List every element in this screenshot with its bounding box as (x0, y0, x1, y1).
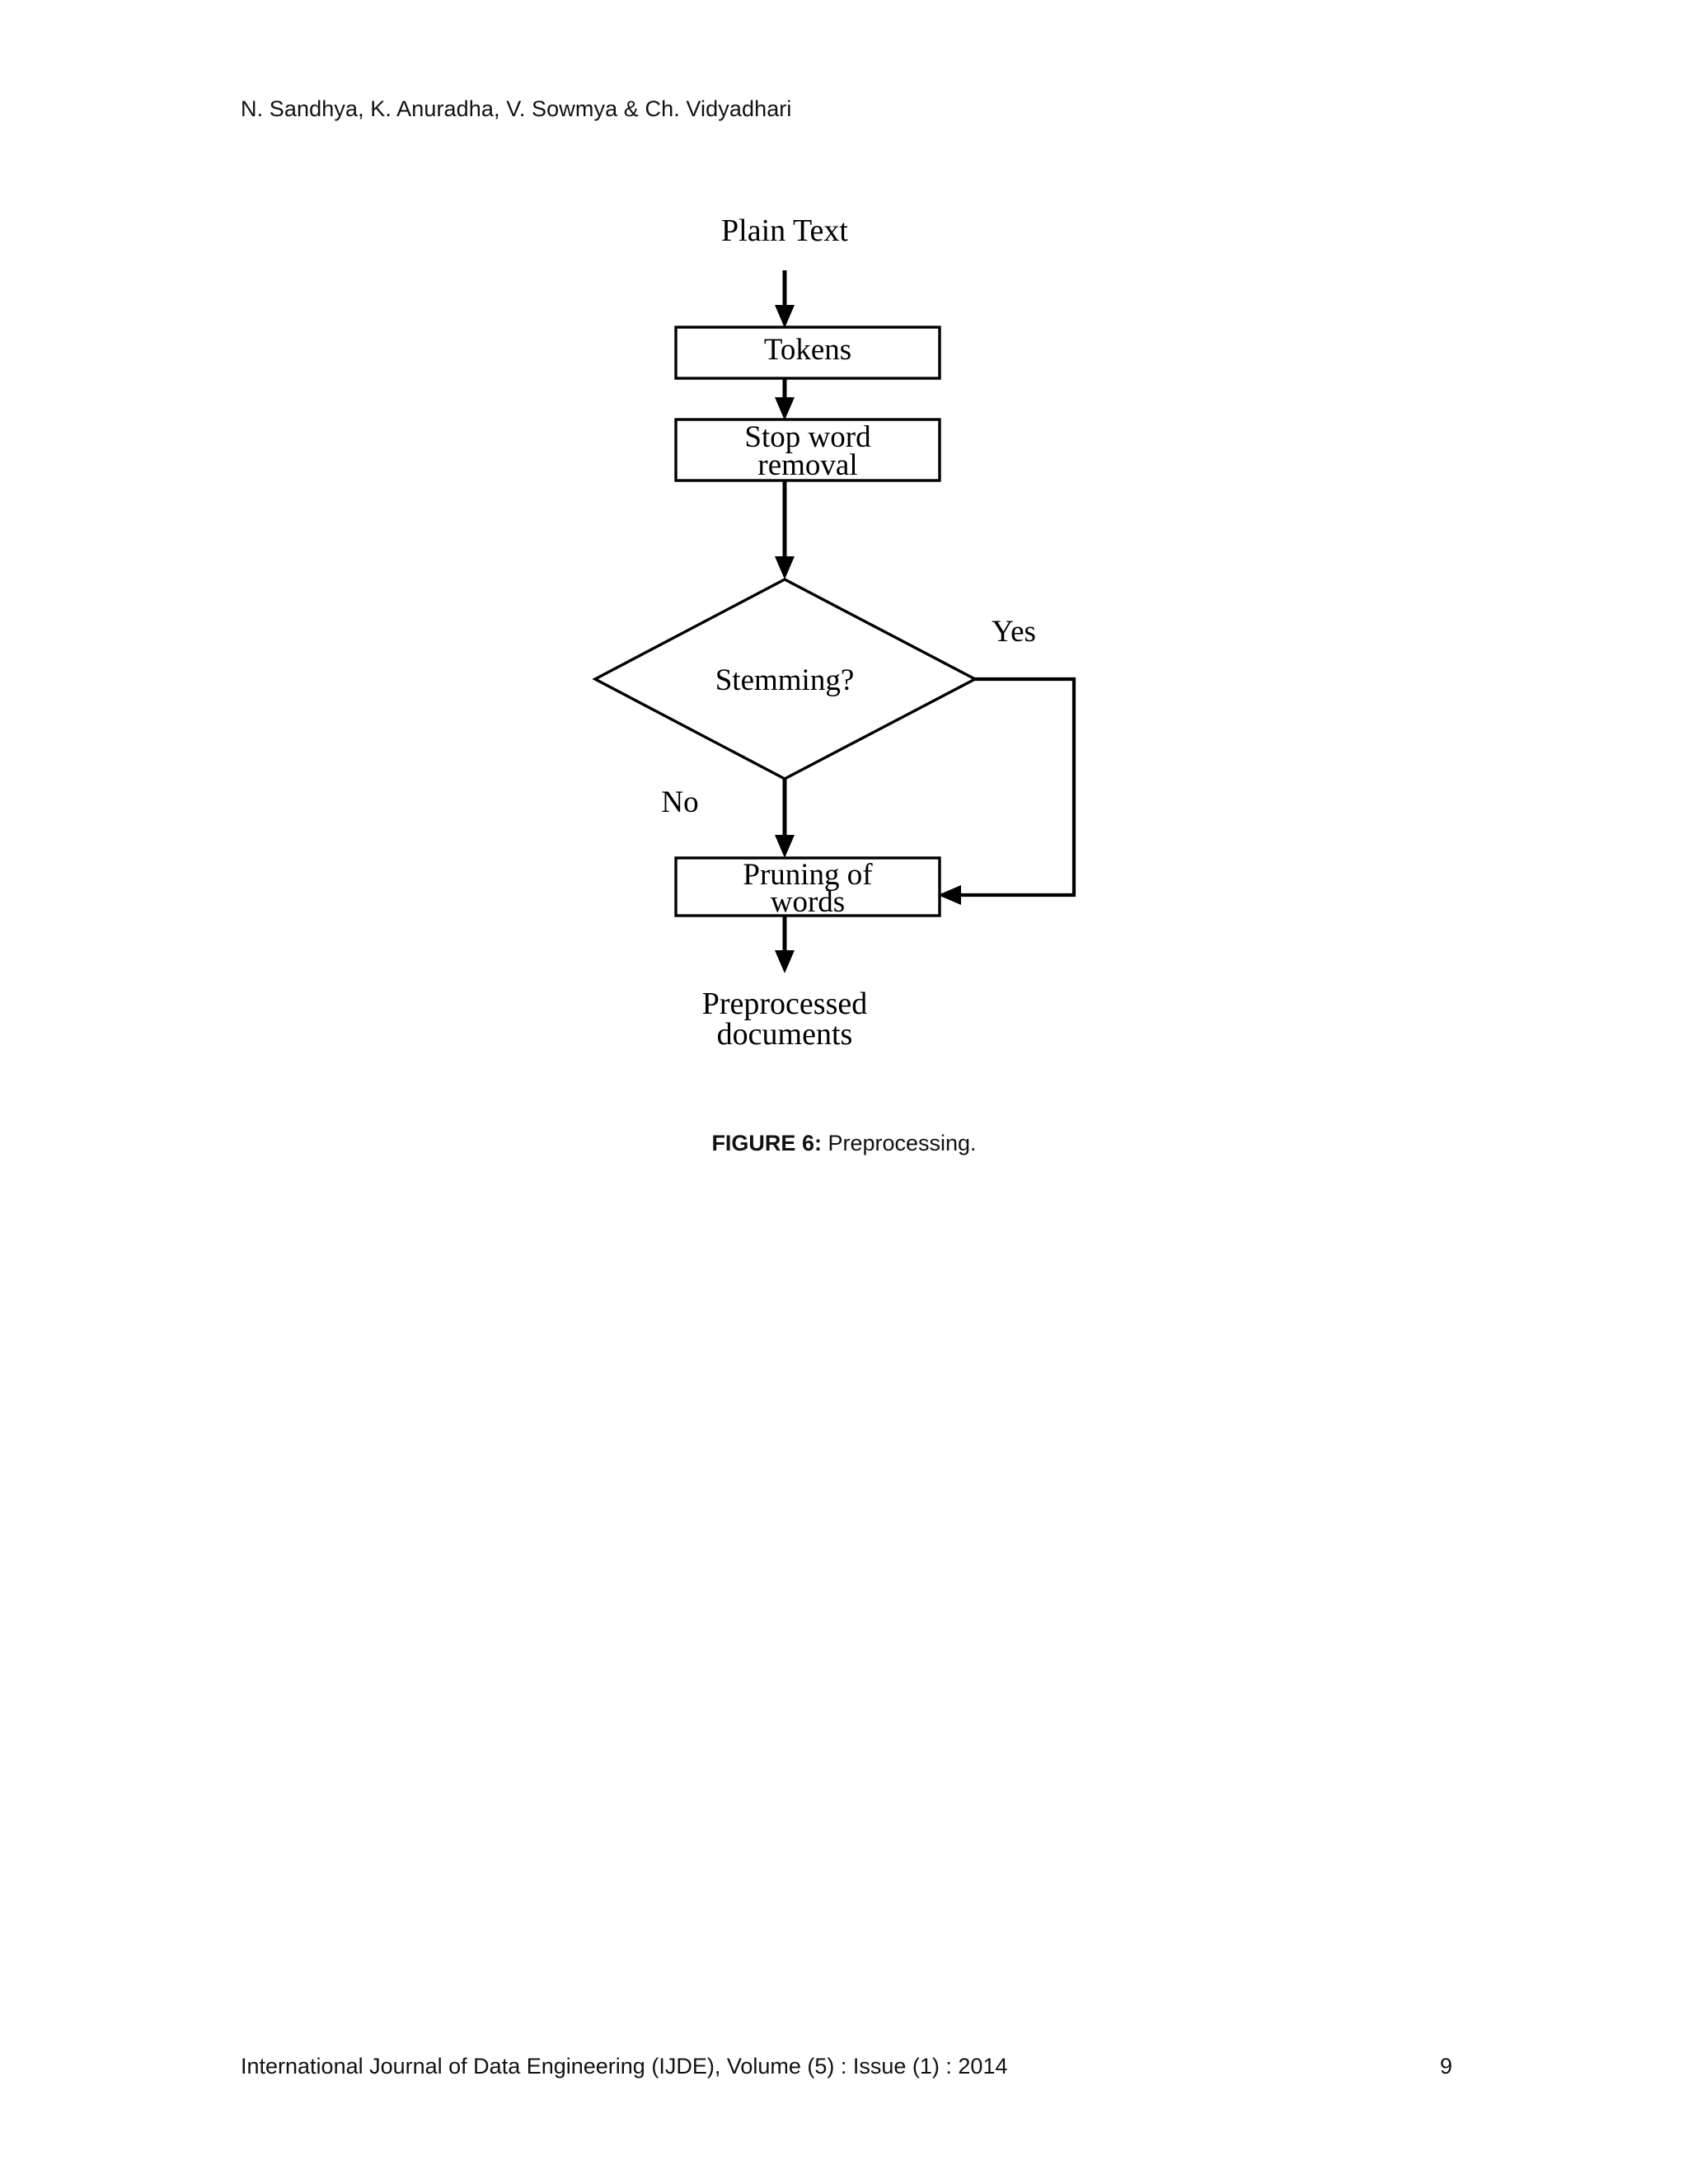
running-head: N. Sandhya, K. Anuradha, V. Sowmya & Ch.… (241, 96, 792, 121)
node-tokens: Tokens (674, 326, 941, 380)
figure-caption-label: FIGURE 6: (711, 1131, 822, 1155)
edge-stemming-yes: Yes (938, 615, 1076, 905)
edge-stopword-to-stemming (775, 480, 795, 579)
flow-output-label: Preprocessed documents (702, 987, 867, 1052)
node-stemming-label: Stemming? (715, 663, 855, 697)
edge-label-no: No (661, 785, 698, 819)
node-pruning-label-line2: words (771, 885, 845, 919)
edge-label-yes: Yes (992, 615, 1036, 649)
edge-stemming-no: No (661, 779, 795, 858)
node-pruning-label-line1: Pruning of (743, 858, 873, 892)
edge-tokens-to-stopword (775, 378, 795, 420)
node-tokens-label: Tokens (764, 333, 851, 367)
node-stopword-removal: Stop word removal (674, 418, 941, 482)
node-stopword-label-line1: Stop word (744, 420, 871, 454)
edge-input-to-tokens (775, 270, 795, 328)
footer-page-number: 9 (1439, 2054, 1452, 2079)
preprocessing-flowchart: Plain Text Tokens Stop word removal (592, 213, 1076, 1052)
footer-journal-line: International Journal of Data Engineerin… (241, 2054, 1008, 2079)
flow-output-label-line1: Preprocessed (702, 987, 867, 1021)
flow-output-label-line2: documents (717, 1017, 853, 1052)
node-stemming-decision: Stemming? (592, 578, 978, 780)
edge-pruning-to-output (775, 916, 795, 973)
figure-caption: FIGURE 6: Preprocessing. (0, 1131, 1688, 1156)
node-stopword-label-line2: removal (757, 448, 857, 482)
node-pruning-of-words: Pruning of words (674, 856, 941, 919)
figure-6-block: Plain Text Tokens Stop word removal (0, 213, 1688, 1156)
figure-caption-text: Preprocessing. (828, 1131, 977, 1155)
flow-input-label: Plain Text (721, 213, 848, 248)
